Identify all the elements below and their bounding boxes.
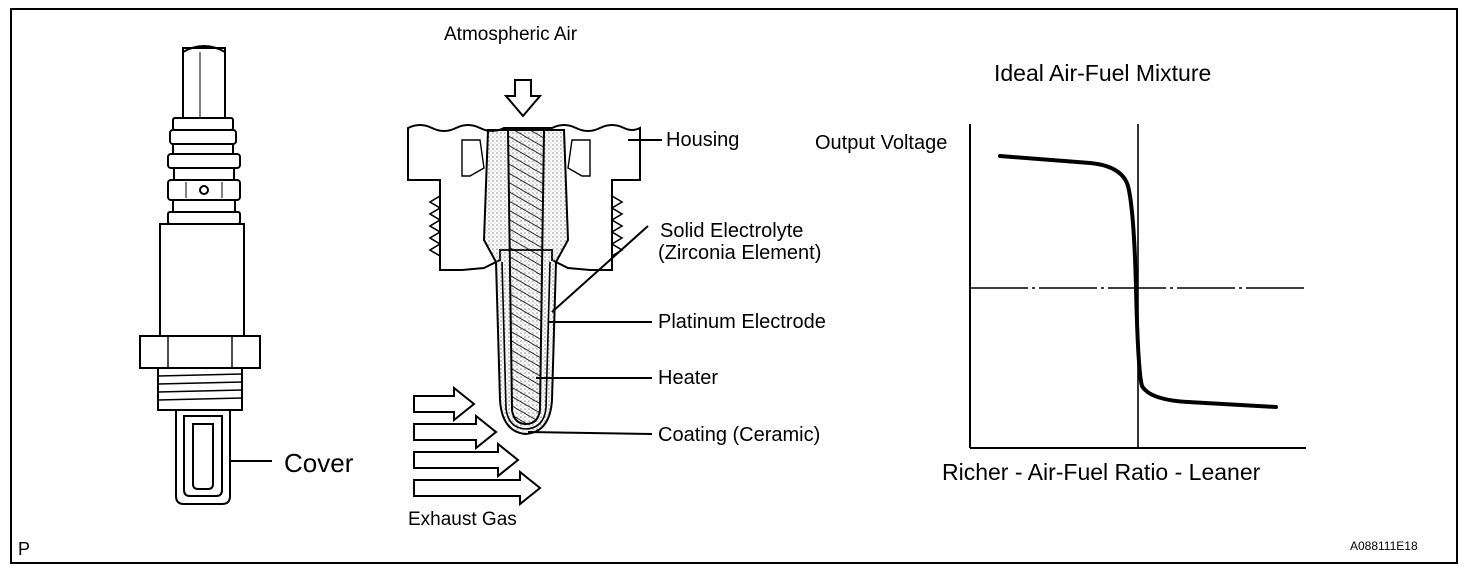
oxygen-sensor-drawing xyxy=(139,45,272,505)
graph-title: Ideal Air-Fuel Mixture xyxy=(994,60,1212,86)
graph-x-axis-label: Richer - Air-Fuel Ratio - Leaner xyxy=(942,459,1261,485)
heater-label: Heater xyxy=(658,367,719,389)
cover-label: Cover xyxy=(284,448,354,478)
platinum-electrode-label: Platinum Electrode xyxy=(658,311,826,333)
output-voltage-curve xyxy=(998,154,1278,409)
housing-label: Housing xyxy=(666,129,740,151)
atmospheric-air-label: Atmospheric Air xyxy=(444,24,578,45)
exhaust-gas-label: Exhaust Gas xyxy=(408,509,517,530)
graph-y-axis-label: Output Voltage xyxy=(815,132,948,154)
coating-ceramic-label: Coating (Ceramic) xyxy=(658,424,821,446)
figure-border xyxy=(10,8,1458,564)
corner-mark: P xyxy=(18,539,31,559)
solid-electrolyte-label: Solid Electrolyte xyxy=(660,220,804,242)
sensor-cross-section xyxy=(407,79,662,507)
voltage-graph xyxy=(969,124,1306,449)
figure-code: A088111E18 xyxy=(1350,539,1418,553)
zirconia-element-label: (Zirconia Element) xyxy=(658,242,822,264)
